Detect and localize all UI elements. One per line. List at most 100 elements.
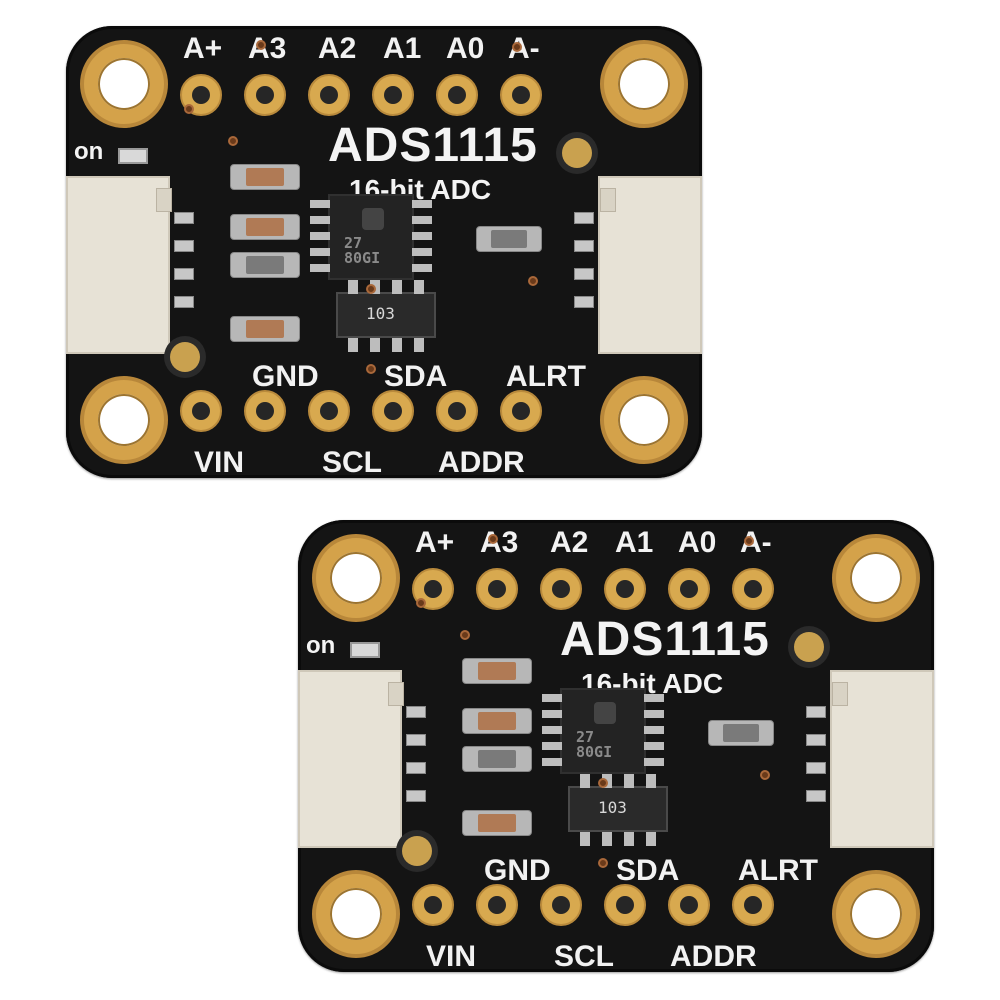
solder-pad-aminus bbox=[500, 74, 542, 116]
via bbox=[228, 136, 238, 146]
connector-latch bbox=[156, 188, 172, 212]
solder-pad-a1 bbox=[604, 568, 646, 610]
pin-label: ALRT bbox=[506, 360, 586, 393]
resistor-network: 103 bbox=[568, 786, 668, 832]
stemma-qt-connector-right bbox=[830, 670, 934, 848]
connector-pin bbox=[174, 212, 194, 224]
ic-leg bbox=[310, 248, 330, 256]
ic-leg bbox=[644, 694, 664, 702]
resistor-pin bbox=[348, 280, 358, 294]
ic-leg bbox=[644, 742, 664, 750]
fiducial-mark bbox=[794, 632, 824, 662]
adc-chip: 27 80GI bbox=[560, 688, 646, 774]
stemma-qt-connector-right bbox=[598, 176, 702, 354]
smd-body bbox=[245, 218, 285, 236]
via bbox=[598, 778, 608, 788]
solder-pad bbox=[372, 390, 414, 432]
solder-pad bbox=[668, 884, 710, 926]
resistor-network: 103 bbox=[336, 292, 436, 338]
ti-logo-icon bbox=[594, 702, 616, 724]
ic-marking: 27 80GI bbox=[344, 234, 381, 267]
ic-leg bbox=[412, 248, 432, 256]
via bbox=[366, 284, 376, 294]
pin-label: ADDR bbox=[438, 446, 525, 479]
ic-leg bbox=[310, 264, 330, 272]
power-led-label: on bbox=[306, 632, 336, 659]
stemma-qt-connector-left bbox=[298, 670, 404, 848]
connector-latch bbox=[388, 682, 404, 706]
pin-label: A+ bbox=[183, 32, 223, 65]
via bbox=[598, 858, 608, 868]
ic-marking: 27 80GI bbox=[576, 728, 613, 761]
ti-logo-icon bbox=[362, 208, 384, 230]
mounting-hole bbox=[80, 40, 168, 128]
smd-body bbox=[477, 750, 517, 768]
connector-pin bbox=[806, 790, 826, 802]
smd-body bbox=[245, 256, 285, 274]
pin-label: SDA bbox=[384, 360, 448, 393]
connector-pin bbox=[406, 762, 426, 774]
pin-label: A3 bbox=[480, 526, 519, 559]
solder-pad-aminus bbox=[732, 568, 774, 610]
via bbox=[760, 770, 770, 780]
resistor-pin bbox=[646, 832, 656, 846]
connector-pin bbox=[406, 706, 426, 718]
ic-leg bbox=[412, 264, 432, 272]
connector-pin bbox=[406, 734, 426, 746]
connector-pin bbox=[806, 734, 826, 746]
pin-label: A0 bbox=[446, 32, 485, 65]
connector-pin bbox=[174, 240, 194, 252]
ic-leg bbox=[644, 710, 664, 718]
mounting-hole bbox=[80, 376, 168, 464]
ic-leg bbox=[310, 200, 330, 208]
via bbox=[744, 536, 754, 546]
via bbox=[528, 276, 538, 286]
resistor-pin bbox=[370, 338, 380, 352]
smd-capacitor bbox=[708, 720, 774, 746]
resistor-pin bbox=[414, 338, 424, 352]
solder-pad-a2 bbox=[308, 74, 350, 116]
via bbox=[366, 364, 376, 374]
pin-label: A1 bbox=[615, 526, 654, 559]
solder-pad bbox=[436, 390, 478, 432]
pin-label: A0 bbox=[678, 526, 717, 559]
solder-pad bbox=[180, 390, 222, 432]
ic-leg bbox=[412, 232, 432, 240]
smd-body bbox=[477, 712, 517, 730]
resistor-pin bbox=[392, 280, 402, 294]
power-led-label: on bbox=[74, 138, 104, 165]
ic-leg bbox=[644, 758, 664, 766]
pin-label: A3 bbox=[248, 32, 287, 65]
smd-capacitor bbox=[476, 226, 542, 252]
smd-capacitor bbox=[230, 214, 300, 240]
pin-label: A1 bbox=[383, 32, 422, 65]
via bbox=[488, 534, 498, 544]
connector-pin bbox=[806, 706, 826, 718]
ic-leg bbox=[644, 726, 664, 734]
pin-label: GND bbox=[252, 360, 319, 393]
power-led bbox=[118, 148, 148, 164]
via bbox=[256, 40, 266, 50]
pin-label: A2 bbox=[550, 526, 589, 559]
ic-leg bbox=[542, 710, 562, 718]
ic-leg bbox=[542, 694, 562, 702]
resistor-pin bbox=[580, 832, 590, 846]
ic-leg bbox=[310, 232, 330, 240]
via bbox=[184, 104, 194, 114]
pin-label: A2 bbox=[318, 32, 357, 65]
smd-body bbox=[491, 230, 527, 248]
solder-pad bbox=[244, 390, 286, 432]
solder-pad bbox=[604, 884, 646, 926]
pin-label: SCL bbox=[554, 940, 614, 973]
ic-leg bbox=[542, 742, 562, 750]
connector-pin bbox=[574, 268, 594, 280]
pin-label: ALRT bbox=[738, 854, 818, 887]
chip-name-label: ADS1115 bbox=[328, 119, 538, 172]
ic-leg bbox=[542, 758, 562, 766]
solder-pad-a0 bbox=[668, 568, 710, 610]
smd-body bbox=[477, 814, 517, 832]
via bbox=[416, 598, 426, 608]
connector-pin bbox=[806, 762, 826, 774]
